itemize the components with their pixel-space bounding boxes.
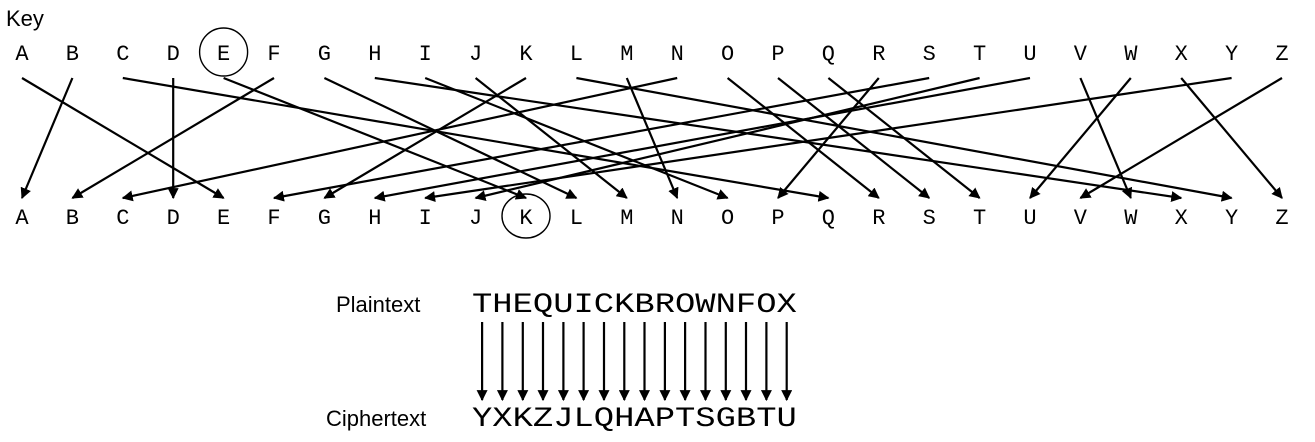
map-arrow-g-to-l	[323, 77, 578, 199]
map-arrow-x-to-z	[1180, 77, 1283, 199]
plain-letter-i: I	[419, 42, 432, 67]
plain-letter-m: M	[620, 42, 633, 67]
map-arrow-s-to-f	[272, 76, 930, 202]
plain-letter-t: T	[973, 42, 986, 67]
plain-letter-b: B	[66, 42, 79, 67]
cipher-letter-e: E	[217, 206, 230, 231]
plain-letter-p: P	[771, 42, 784, 67]
map-arrow-w-to-u	[1029, 77, 1132, 199]
map-arrow-f-to-b	[71, 77, 275, 199]
plain-letter-a: A	[15, 42, 29, 67]
plaintext-value: THEQUICKBROWNFOX	[472, 290, 797, 321]
plain-letter-y: Y	[1225, 42, 1238, 67]
cipher-letter-t: T	[973, 206, 986, 231]
plain-letter-o: O	[721, 42, 734, 67]
cipher-letter-g: G	[318, 206, 331, 231]
ciphertext-label: Ciphertext	[326, 406, 426, 431]
cipher-letter-r: R	[872, 206, 885, 231]
plain-letter-z: Z	[1275, 42, 1288, 67]
map-arrow-m-to-n	[625, 77, 679, 200]
map-arrow-j-to-m	[474, 77, 628, 199]
map-arrow-z-to-v	[1079, 77, 1283, 199]
cipher-letter-p: P	[771, 206, 784, 231]
cipher-letter-f: F	[267, 206, 280, 231]
plain-letter-k: K	[519, 42, 533, 67]
cipher-letter-c: C	[116, 206, 129, 231]
plain-letter-f: F	[267, 42, 280, 67]
plain-letter-u: U	[1023, 42, 1036, 67]
plain-letter-s: S	[923, 42, 936, 67]
encryption-arrows	[476, 322, 793, 402]
cipher-letter-l: L	[570, 206, 583, 231]
ciphertext-value: YXKZJLQHAPTSGBTU	[472, 404, 797, 435]
map-arrow-q-to-t	[827, 77, 981, 199]
cipher-letter-j: J	[469, 206, 482, 231]
map-arrow-n-to-c	[121, 76, 678, 202]
plain-letter-q: Q	[822, 42, 835, 67]
plain-letter-c: C	[116, 42, 129, 67]
cipher-letter-m: M	[620, 206, 633, 231]
cipher-letter-v: V	[1074, 206, 1088, 231]
plain-letter-e: E	[217, 42, 230, 67]
cipher-letter-k: K	[519, 206, 533, 231]
plaintext-alphabet-row: A B C D E F G H I J K L M N O P Q R S T U V W X Y Z	[15, 42, 1288, 67]
plain-letter-w: W	[1124, 42, 1138, 67]
map-arrow-i-to-o	[424, 76, 729, 200]
cipher-letter-d: D	[167, 206, 180, 231]
plain-letter-x: X	[1175, 42, 1188, 67]
plain-letter-h: H	[368, 42, 381, 67]
mapping-arrows	[20, 76, 1283, 202]
highlight-circle-target	[501, 193, 551, 239]
plaintext-label: Plaintext	[336, 292, 420, 317]
cipher-letter-y: Y	[1225, 206, 1238, 231]
map-arrow-p-to-s	[777, 77, 931, 199]
map-arrow-a-to-e	[21, 77, 225, 199]
plain-letter-v: V	[1074, 42, 1088, 67]
plain-letter-d: D	[167, 42, 180, 67]
cipher-letter-x: X	[1175, 206, 1188, 231]
plain-letter-l: L	[570, 42, 583, 67]
map-arrow-e-to-k	[223, 76, 528, 200]
plain-letter-j: J	[469, 42, 482, 67]
cipher-letter-q: Q	[822, 206, 835, 231]
cipher-letter-w: W	[1124, 206, 1138, 231]
map-arrow-u-to-h	[373, 76, 1031, 202]
plain-letter-n: N	[671, 42, 684, 67]
highlight-circle-source	[198, 27, 249, 77]
map-arrow-y-to-i	[424, 76, 1232, 202]
cipher-letter-h: H	[368, 206, 381, 231]
key-title: Key	[6, 6, 44, 31]
ciphertext-alphabet-row: A B C D E F G H I J K L M N O P Q R S T U V W X Y Z	[15, 206, 1288, 231]
cipher-letter-o: O	[721, 206, 734, 231]
map-arrow-v-to-w	[1079, 77, 1133, 200]
cipher-letter-z: Z	[1275, 206, 1288, 231]
plain-letter-g: G	[318, 42, 331, 67]
map-arrow-b-to-a	[20, 77, 74, 200]
cipher-letter-u: U	[1023, 206, 1036, 231]
map-arrow-k-to-g	[323, 77, 527, 199]
cipher-letter-i: I	[419, 206, 432, 231]
cipher-letter-a: A	[15, 206, 29, 231]
cipher-letter-n: N	[671, 206, 684, 231]
map-arrow-o-to-r	[726, 77, 880, 199]
cipher-letter-b: B	[66, 206, 79, 231]
cipher-letter-s: S	[923, 206, 936, 231]
plain-letter-r: R	[872, 42, 885, 67]
